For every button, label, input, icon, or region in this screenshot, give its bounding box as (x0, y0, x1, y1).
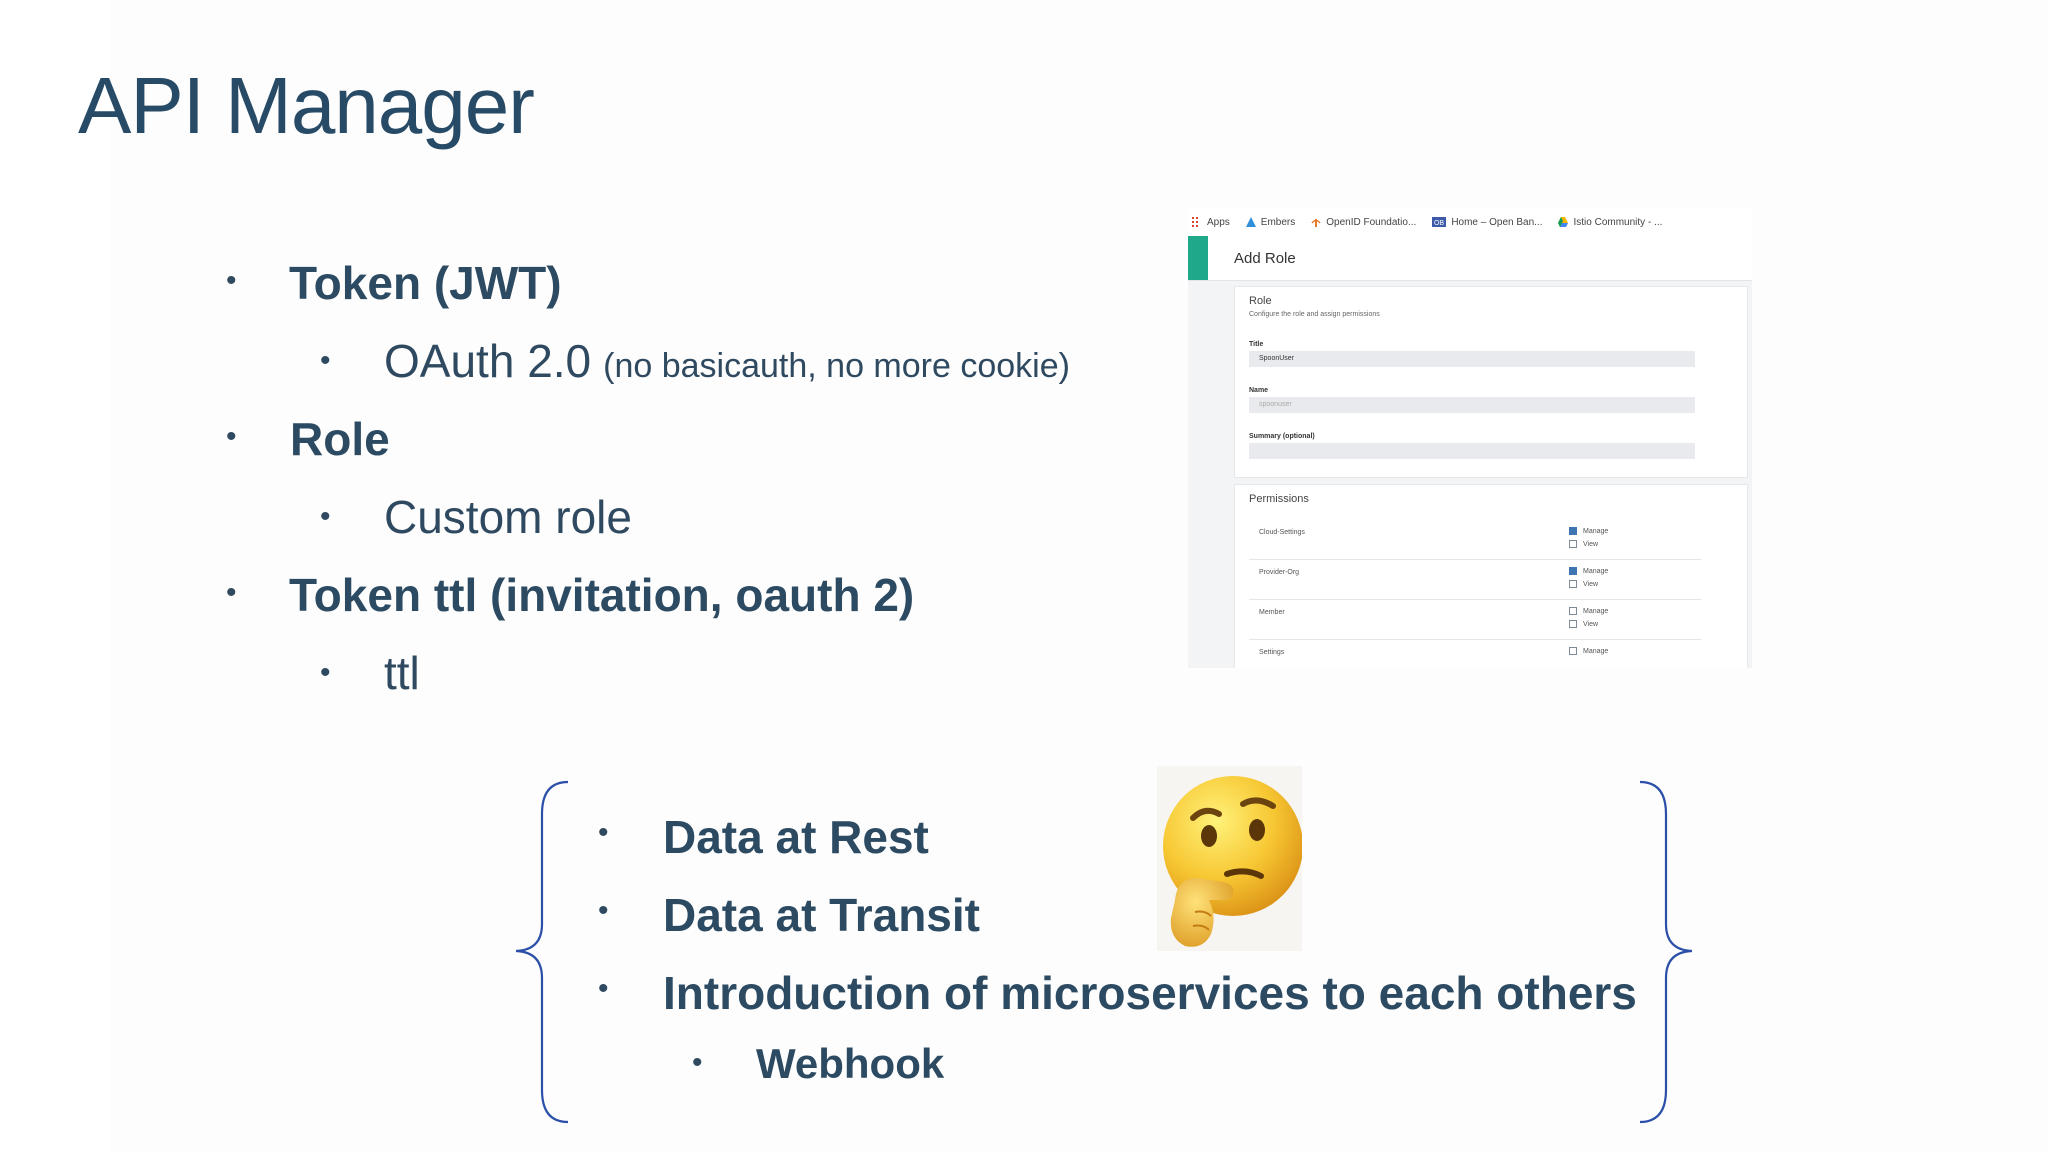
manage-checkbox[interactable]: Manage (1569, 567, 1608, 575)
bookmark-label: OpenID Foundatio... (1326, 216, 1417, 228)
checkbox-checked-icon (1569, 567, 1577, 575)
bookmark-open-banking[interactable]: OB Home – Open Ban... (1432, 217, 1542, 228)
summary-field[interactable] (1249, 443, 1695, 459)
right-brace (1639, 780, 1693, 1124)
bullet-dot: • (226, 576, 237, 609)
curly-braces (515, 780, 1693, 1124)
bookmark-istio[interactable]: Istio Community - ... (1558, 217, 1662, 228)
checkbox-empty-icon (1569, 647, 1577, 655)
left-brace (515, 780, 569, 1124)
permission-name: Settings (1259, 649, 1285, 656)
view-checkbox[interactable]: View (1569, 620, 1598, 628)
bullet-dot: • (226, 264, 237, 297)
bookmark-label: Embers (1260, 216, 1296, 228)
checkbox-label: Manage (1583, 567, 1609, 575)
permission-row: Settings Manage (1249, 639, 1701, 668)
bullet-ttl: • ttl (320, 646, 420, 700)
header-title: Add Role (1234, 250, 1296, 267)
thinking-face-icon (1163, 776, 1303, 947)
summary-label: Summary (optional) (1249, 433, 1315, 440)
svg-text:OB: OB (1434, 220, 1444, 227)
name-label: Name (1249, 387, 1269, 394)
manage-checkbox[interactable]: Manage (1569, 527, 1608, 535)
openid-icon (1311, 219, 1321, 227)
bookmark-openid[interactable]: OpenID Foundatio... (1311, 217, 1416, 228)
view-checkbox[interactable]: View (1569, 580, 1598, 588)
header-accent-bar (1188, 236, 1208, 280)
permission-row: Cloud-Settings Manage View (1249, 519, 1701, 560)
bullet-data-at-rest: • Data at Rest (598, 810, 929, 864)
checkbox-label: Manage (1583, 527, 1609, 535)
name-field[interactable]: spoonuser (1249, 397, 1695, 413)
bookmark-embers[interactable]: Embers (1245, 216, 1296, 228)
bullet-text: OAuth 2.0 (384, 335, 592, 387)
embers-icon (1245, 217, 1256, 227)
checkbox-checked-icon (1569, 527, 1577, 535)
drive-icon (1558, 217, 1569, 227)
bullet-dot: • (320, 500, 331, 533)
bullet-text: Custom role (384, 491, 632, 543)
checkbox-label: Manage (1583, 607, 1609, 615)
thinking-face-emoji (1157, 766, 1303, 951)
bullet-text: Introduction of microservices to each ot… (663, 967, 1637, 1019)
permission-name: Member (1259, 609, 1285, 616)
bullet-dot: • (320, 656, 331, 689)
checkbox-empty-icon (1569, 580, 1577, 588)
manage-checkbox[interactable]: Manage (1569, 647, 1608, 655)
bullet-dot: • (598, 894, 609, 927)
slide-title: API Manager (78, 61, 535, 150)
role-card-subheading: Configure the role and assign permission… (1249, 311, 1380, 318)
add-role-screenshot: Apps Embers OpenID Foundatio... OB Home … (1188, 208, 1752, 668)
bullet-dot: • (320, 344, 331, 377)
apps-grid-icon (1192, 217, 1198, 227)
bullet-text: ttl (384, 647, 420, 699)
bullet-data-at-transit: • Data at Transit (598, 888, 980, 942)
bullet-dot: • (598, 816, 609, 849)
checkbox-label: View (1583, 540, 1599, 548)
bookmark-label: Apps (1207, 216, 1230, 228)
bullet-text: Data at Rest (663, 811, 929, 863)
bullet-text: Token ttl (invitation, oauth 2) (289, 569, 915, 621)
bullet-note: (no basicauth, no more cookie) (603, 347, 1070, 385)
bullet-text: Token (JWT) (289, 257, 562, 309)
bookmarks-bar: Apps Embers OpenID Foundatio... OB Home … (1188, 208, 1752, 236)
bullet-microservices: • Introduction of microservices to each … (598, 966, 1637, 1020)
bookmark-label: Istio Community - ... (1573, 216, 1663, 228)
role-card: Role Configure the role and assign permi… (1234, 286, 1748, 478)
checkbox-empty-icon (1569, 620, 1577, 628)
title-field[interactable]: SpoonUser (1249, 351, 1695, 367)
bullet-token-jwt: • Token (JWT) (226, 256, 562, 310)
permission-row: Member Manage View (1249, 599, 1701, 640)
checkbox-label: Manage (1583, 647, 1609, 655)
view-checkbox[interactable]: View (1569, 540, 1598, 548)
permission-row: Provider-Org Manage View (1249, 559, 1701, 600)
add-role-header: Add Role (1188, 236, 1752, 281)
bullet-token-ttl: • Token ttl (invitation, oauth 2) (226, 568, 914, 622)
role-card-heading: Role (1249, 295, 1272, 307)
bullet-oauth: • OAuth 2.0 (no basicauth, no more cookie… (320, 334, 1070, 388)
bullet-text: Webhook (756, 1040, 945, 1087)
title-label: Title (1249, 341, 1264, 348)
bullet-dot: • (692, 1046, 703, 1079)
bullet-dot: • (226, 420, 237, 453)
ob-icon: OB (1432, 217, 1447, 227)
permissions-heading: Permissions (1249, 493, 1309, 505)
bullet-custom-role: • Custom role (320, 490, 632, 544)
bookmark-apps[interactable]: Apps (1192, 217, 1230, 228)
bullet-text: Role (290, 413, 390, 465)
bookmark-label: Home – Open Ban... (1451, 216, 1543, 228)
checkbox-label: View (1583, 580, 1599, 588)
checkbox-empty-icon (1569, 607, 1577, 615)
bullet-webhook: • Webhook (692, 1040, 944, 1088)
permissions-card: Permissions Cloud-Settings Manage View P… (1234, 484, 1748, 668)
permission-name: Cloud-Settings (1259, 529, 1305, 536)
bullet-role: • Role (226, 412, 390, 466)
bullet-dot: • (598, 972, 609, 1005)
checkbox-empty-icon (1569, 540, 1577, 548)
bullet-text: Data at Transit (663, 889, 980, 941)
manage-checkbox[interactable]: Manage (1569, 607, 1608, 615)
permission-name: Provider-Org (1259, 569, 1300, 576)
checkbox-label: View (1583, 620, 1599, 628)
